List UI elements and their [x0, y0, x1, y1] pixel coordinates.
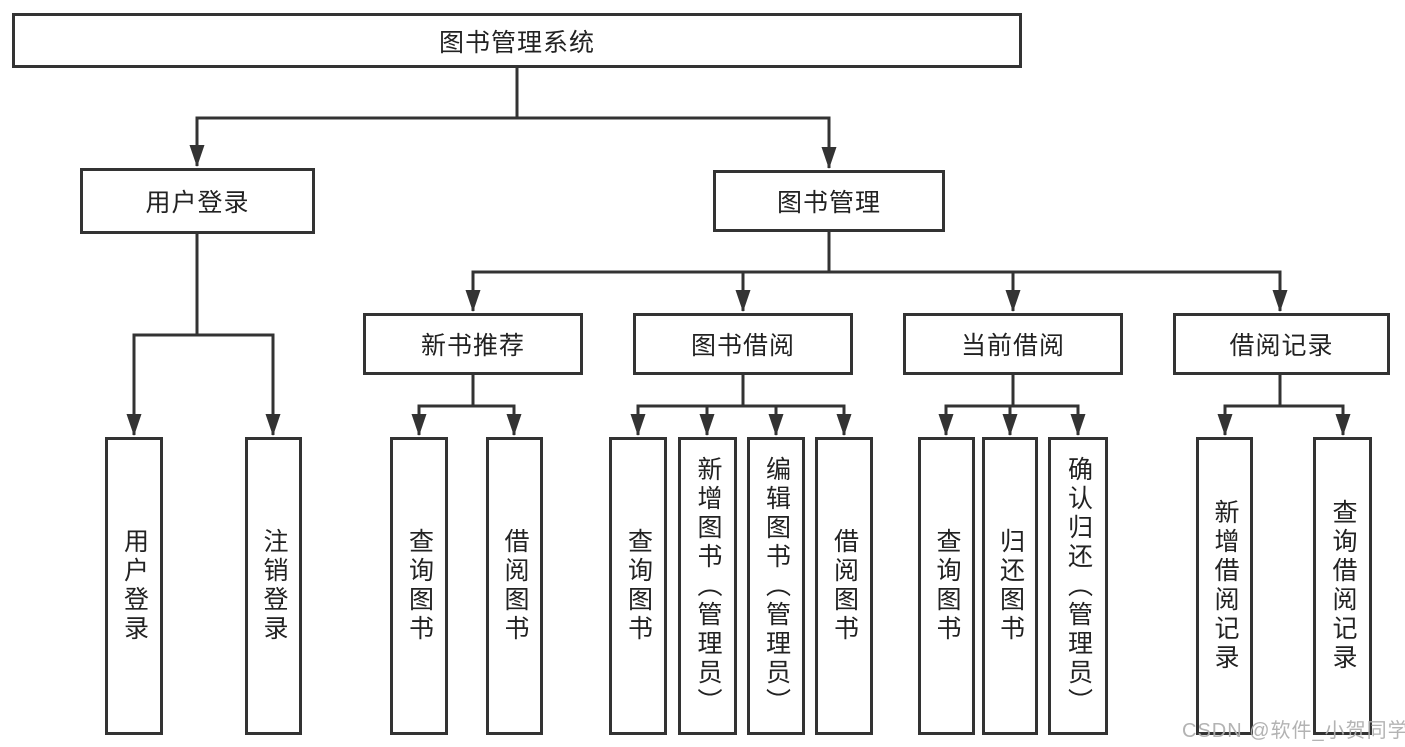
leaf-confirm-return-admin-label: 确认归还（管理员）: [1064, 455, 1093, 717]
leaf-current-query-book-label: 查询图书: [933, 528, 961, 644]
node-borrow-records-label: 借阅记录: [1229, 332, 1334, 360]
leaf-recommend-borrow-book: 借阅图书: [486, 437, 543, 735]
leaf-query-borrow-record: 查询借阅记录: [1313, 437, 1372, 735]
leaf-user-login-label: 用户登录: [120, 528, 149, 644]
node-root: 图书管理系统: [12, 13, 1022, 68]
leaf-borrow-query-book: 查询图书: [609, 437, 667, 735]
leaf-recommend-query-book-label: 查询图书: [405, 528, 434, 644]
node-current-borrow: 当前借阅: [903, 313, 1123, 375]
leaf-add-book-admin-label: 新增图书（管理员）: [694, 455, 722, 717]
node-book-borrow: 图书借阅: [633, 313, 853, 375]
node-new-book-recommend-label: 新书推荐: [420, 332, 525, 360]
node-user-login-label: 用户登录: [145, 189, 250, 217]
leaf-edit-book-admin: 编辑图书（管理员）: [747, 437, 805, 735]
leaf-logout: 注销登录: [245, 437, 302, 735]
leaf-add-borrow-record-label: 新增借阅记录: [1211, 499, 1239, 673]
node-current-borrow-label: 当前借阅: [960, 332, 1065, 360]
leaf-query-borrow-record-label: 查询借阅记录: [1329, 499, 1357, 673]
leaf-current-query-book: 查询图书: [918, 437, 975, 735]
csdn-watermark: CSDN @软件_小贺同学: [1182, 720, 1405, 742]
node-book-management: 图书管理: [713, 170, 945, 232]
node-borrow-records: 借阅记录: [1173, 313, 1390, 375]
leaf-borrow-book-label: 借阅图书: [830, 528, 859, 644]
leaf-add-borrow-record: 新增借阅记录: [1196, 437, 1253, 735]
node-new-book-recommend: 新书推荐: [363, 313, 583, 375]
leaf-borrow-query-book-label: 查询图书: [624, 528, 653, 644]
leaf-user-login: 用户登录: [105, 437, 163, 735]
node-book-management-label: 图书管理: [776, 189, 881, 217]
leaf-edit-book-admin-label: 编辑图书（管理员）: [762, 455, 791, 717]
node-root-label: 图书管理系统: [438, 28, 595, 57]
leaf-return-book: 归还图书: [982, 437, 1038, 735]
node-user-login: 用户登录: [80, 168, 315, 234]
leaf-borrow-book: 借阅图书: [815, 437, 873, 735]
leaf-return-book-label: 归还图书: [996, 528, 1025, 644]
leaf-recommend-query-book: 查询图书: [390, 437, 448, 735]
leaf-recommend-borrow-book-label: 借阅图书: [501, 528, 529, 644]
leaf-logout-label: 注销登录: [260, 528, 288, 644]
leaf-confirm-return-admin: 确认归还（管理员）: [1048, 437, 1108, 735]
node-book-borrow-label: 图书借阅: [690, 332, 795, 360]
leaf-add-book-admin: 新增图书（管理员）: [678, 437, 737, 735]
